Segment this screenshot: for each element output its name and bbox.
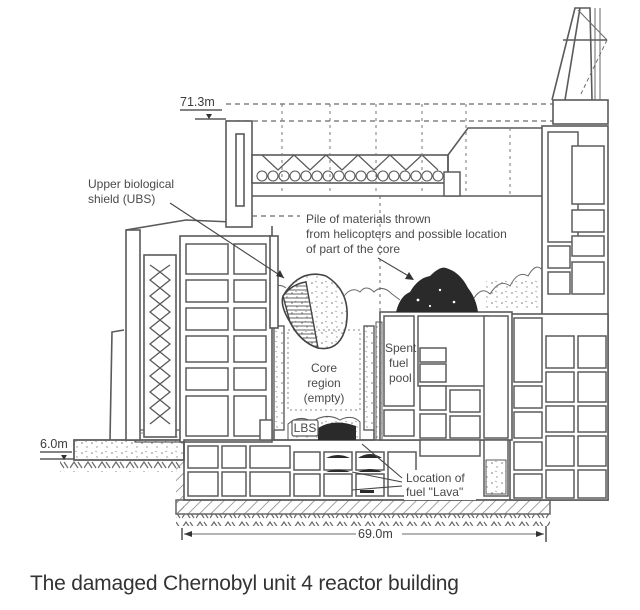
left-rooms xyxy=(179,235,273,443)
lbs-label: LBS xyxy=(294,421,317,435)
pool-label-line2: fuel xyxy=(389,356,408,370)
reactor-cross-section-diagram: 71.3m 6.0m 69.0m Upper biological shield… xyxy=(40,7,609,542)
lower-biological-shield xyxy=(287,416,361,441)
elevation-ground-label: 6.0m xyxy=(40,437,68,451)
fuel-lava-callout: Location of fuel "Lava" xyxy=(351,443,476,500)
pool-label-line3: pool xyxy=(389,371,412,385)
honeycomb-structure xyxy=(148,264,172,425)
upper-biological-shield xyxy=(281,273,348,350)
pile-label-line2: from helicopters and possible location xyxy=(306,227,507,241)
lava-label-line2: fuel "Lava" xyxy=(406,485,463,499)
pile-label-line3: of part of the core xyxy=(306,242,400,256)
pile-label-line1: Pile of materials thrown xyxy=(306,212,431,226)
lava-label-line1: Location of xyxy=(406,471,465,485)
width-dimension: 69.0m xyxy=(181,526,547,542)
pool-label-line1: Spent xyxy=(385,341,417,355)
ubs-label-line2: shield (UBS) xyxy=(88,192,155,206)
core-label-line3: (empty) xyxy=(304,391,345,405)
helicopter-debris-pile xyxy=(396,267,478,312)
figure-caption: The damaged Chernobyl unit 4 reactor bui… xyxy=(30,572,459,595)
shaft-walls xyxy=(269,196,381,329)
roof-truss xyxy=(261,154,439,171)
center-rooms xyxy=(379,311,513,497)
left-wing xyxy=(109,219,233,441)
rubble-outline xyxy=(269,266,543,310)
elevation-marker-ground: 6.0m xyxy=(40,437,72,460)
core-region-callout: Core region (empty) xyxy=(304,361,345,405)
core-label-line1: Core xyxy=(311,361,337,375)
pile-callout: Pile of materials thrown from helicopter… xyxy=(306,212,507,280)
elevation-top-label: 71.3m xyxy=(180,95,215,109)
core-label-line2: region xyxy=(307,376,340,390)
width-label: 69.0m xyxy=(358,527,393,541)
upper-hall xyxy=(225,103,600,228)
elevation-marker-top: 71.3m xyxy=(180,95,226,120)
spent-fuel-pool-callout: Spent fuel pool xyxy=(385,341,417,385)
ubs-label-line1: Upper biological xyxy=(88,177,174,191)
ubs-callout: Upper biological shield (UBS) xyxy=(88,177,285,279)
roof-rollers xyxy=(256,170,444,182)
fuel-lava-deposits xyxy=(326,454,382,493)
right-rooms xyxy=(509,313,609,501)
